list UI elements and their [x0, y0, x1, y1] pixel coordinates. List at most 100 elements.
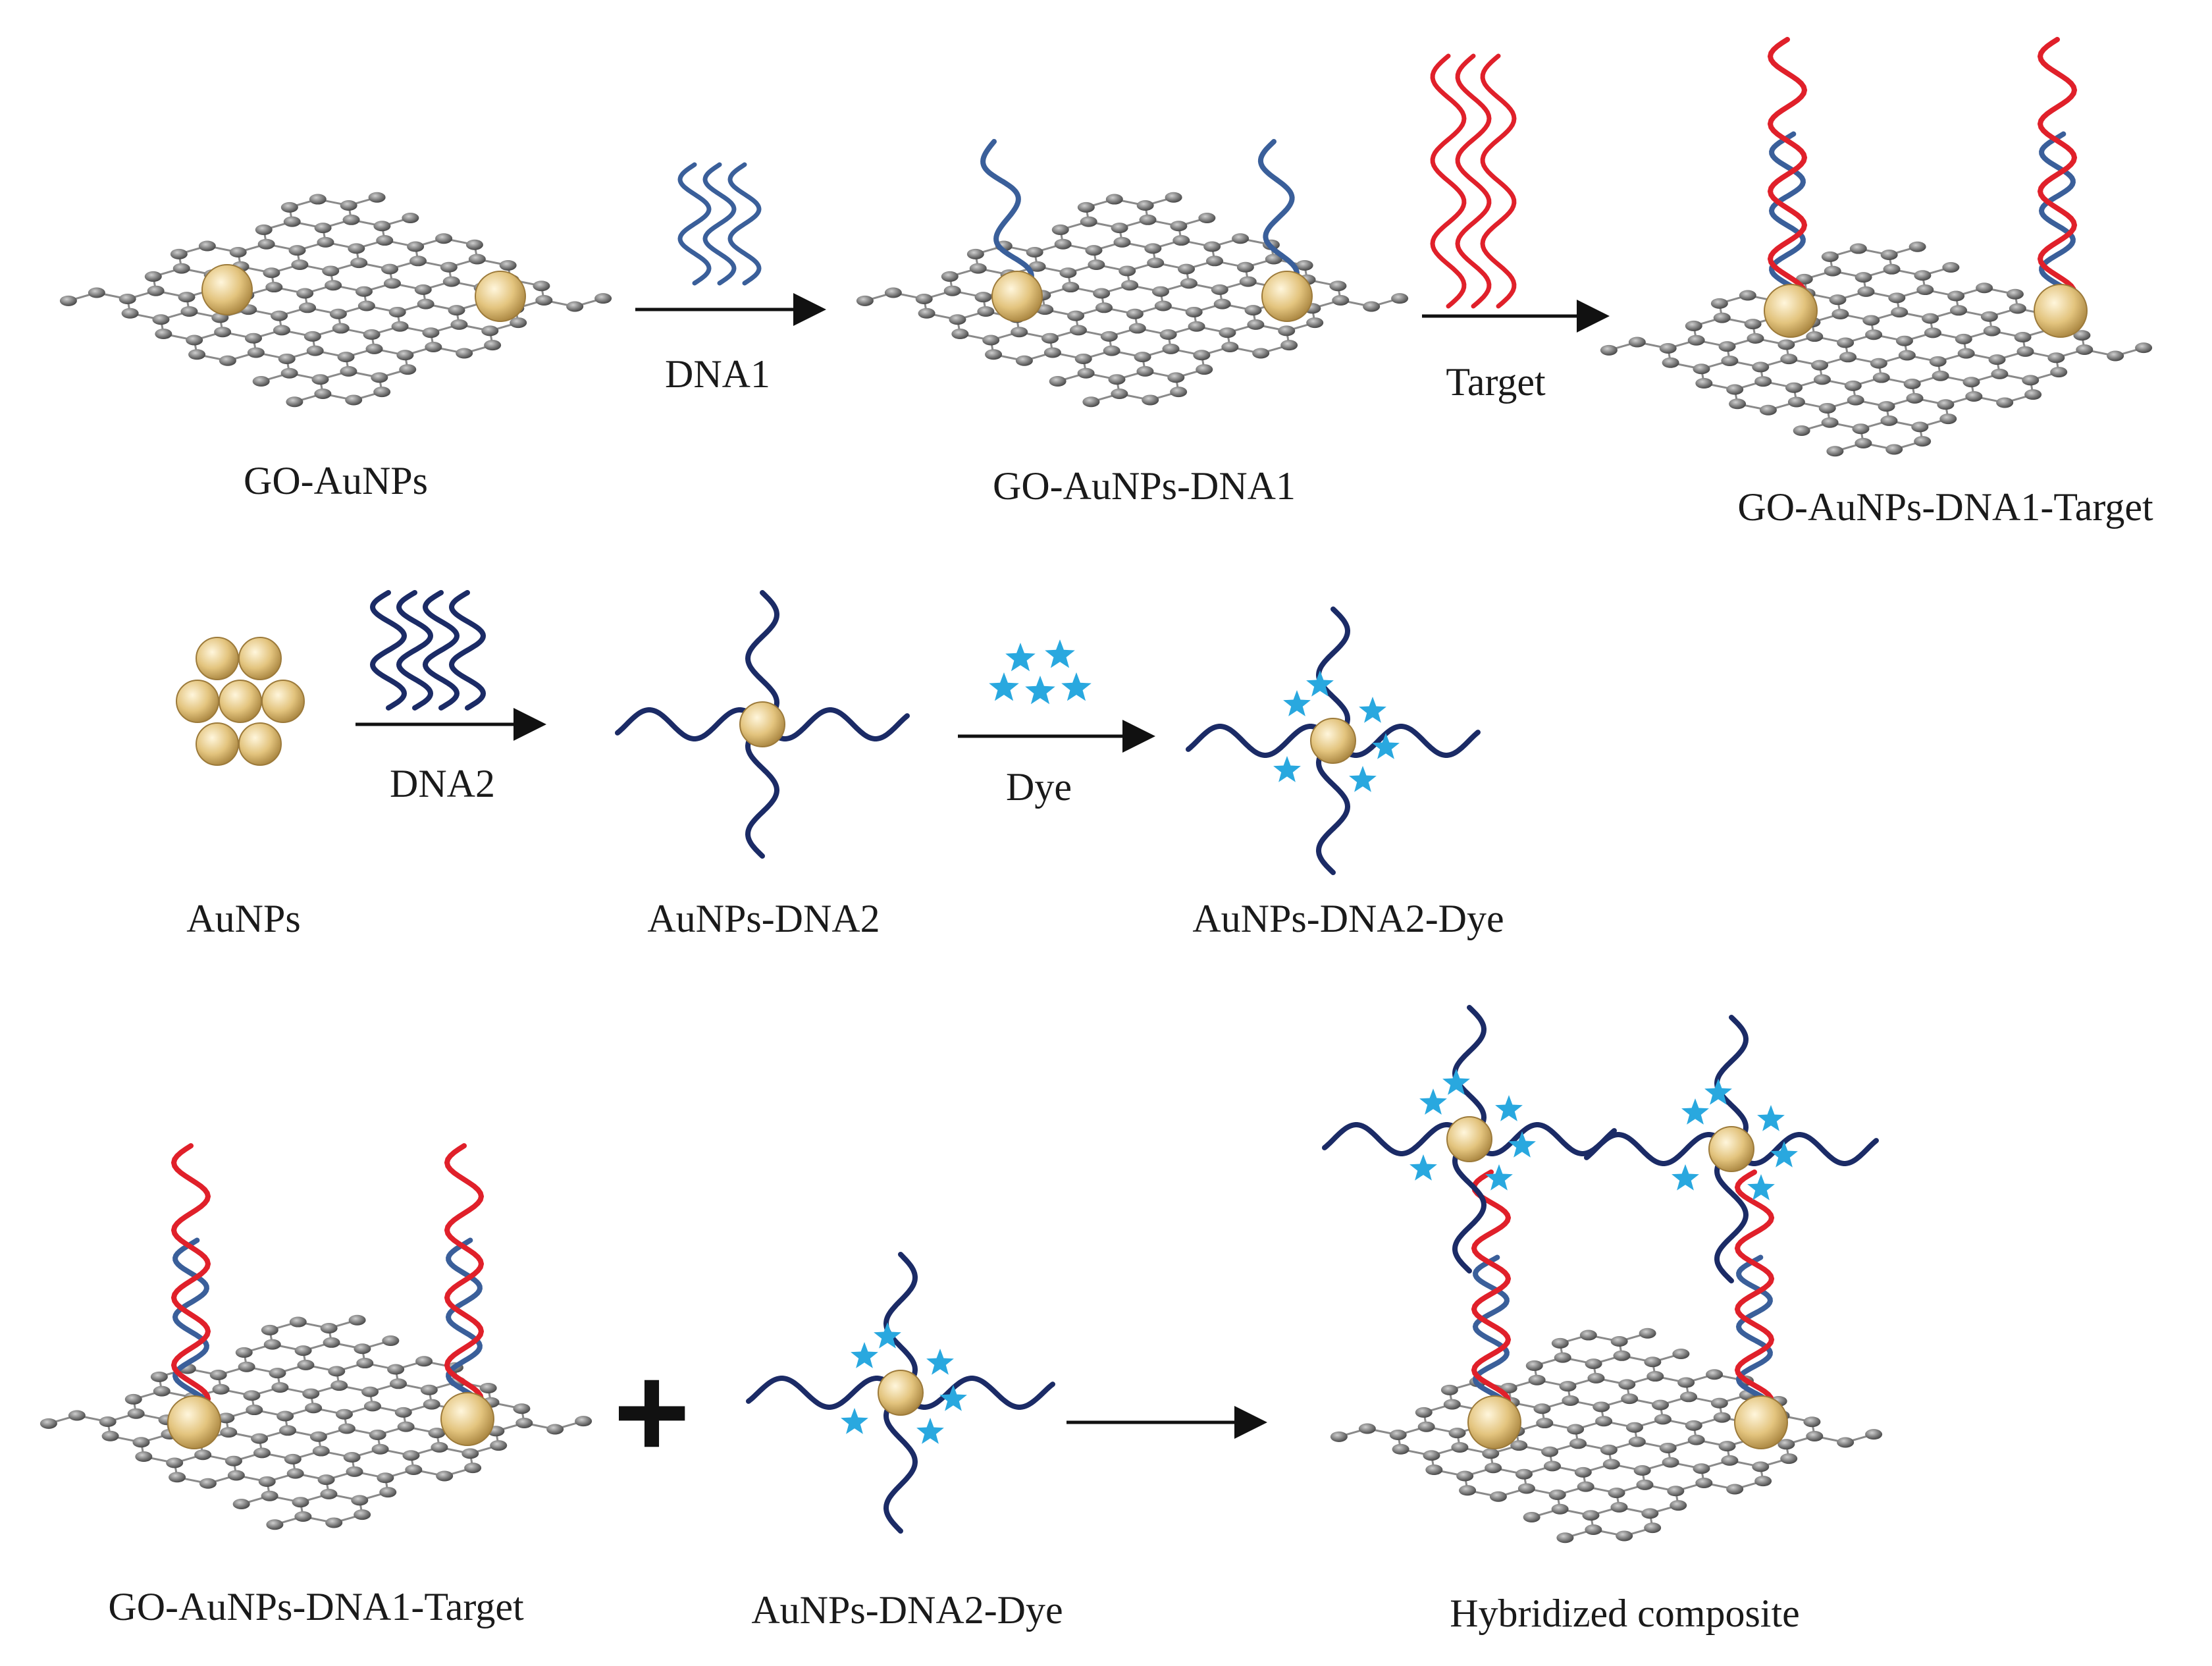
- carbon-node: [1247, 319, 1265, 330]
- duplex-1b-target: [2037, 37, 2078, 312]
- hybrid-top-b-core: [1708, 1126, 1754, 1172]
- carbon-node: [1011, 327, 1028, 338]
- dna1-on-aunp-a: [980, 139, 1034, 299]
- carbon-node: [1685, 320, 1702, 331]
- carbon-node: [343, 1452, 361, 1463]
- aunp-dna2-dye-dye: [1306, 670, 1334, 697]
- carbon-node: [286, 1468, 304, 1479]
- carbon-node: [1726, 1484, 1744, 1495]
- carbon-node: [289, 1316, 307, 1328]
- reaction-arrows: [356, 293, 1610, 1439]
- carbon-node: [251, 1433, 269, 1444]
- dna2-reagent-strand: [448, 590, 487, 711]
- carbon-node: [1062, 282, 1080, 293]
- carbon-node: [977, 306, 995, 317]
- carbon-node: [1785, 382, 1803, 393]
- carbon-node: [391, 321, 409, 332]
- carbon-node: [1787, 396, 1805, 408]
- carbon-node: [209, 1370, 227, 1381]
- carbon-node: [224, 1455, 242, 1466]
- carbon-node: [1903, 379, 1921, 390]
- carbon-node: [1536, 1418, 1554, 1429]
- carbon-node: [1721, 355, 1739, 366]
- carbon-node: [1759, 404, 1777, 416]
- carbon-node: [535, 294, 553, 306]
- carbon-node: [214, 327, 232, 338]
- carbon-node: [982, 335, 1000, 346]
- aunp-dna2-strand-left: [615, 707, 765, 741]
- carbon-node: [1752, 1461, 1770, 1472]
- carbon-node: [1415, 1407, 1433, 1418]
- carbon-node: [278, 353, 296, 364]
- carbon-node: [1136, 365, 1154, 377]
- dna1-reagent-strand: [727, 162, 762, 286]
- carbon-node: [436, 1470, 454, 1482]
- carbon-node: [1914, 270, 1932, 281]
- carbon-node: [1633, 1465, 1651, 1476]
- carbon-node: [299, 302, 317, 313]
- carbon-node: [314, 223, 332, 234]
- carbon-node: [1579, 1330, 1597, 1341]
- carbon-node: [309, 1431, 327, 1442]
- carbon-node: [1831, 308, 1849, 319]
- carbon-node: [915, 294, 933, 305]
- carbon-node: [1721, 1455, 1739, 1466]
- carbon-node: [1780, 1453, 1798, 1464]
- aunp-dna2-strand-up: [745, 590, 780, 727]
- carbon-node: [2107, 350, 2124, 362]
- carbon-node: [456, 348, 473, 359]
- carbon-node: [1100, 331, 1118, 342]
- carbon-node: [302, 1388, 320, 1399]
- carbon-node: [1554, 1352, 1571, 1363]
- carbon-node: [1425, 1464, 1443, 1476]
- duplex-3a-probe: [1472, 1254, 1510, 1418]
- carbon-node: [420, 1384, 438, 1395]
- duplex-3b-probe: [1735, 1254, 1774, 1418]
- carbon-node: [1528, 1374, 1546, 1385]
- hybrid-top-b-dye: [1747, 1174, 1775, 1200]
- carbon-node: [1687, 335, 1705, 346]
- free-aunp: [219, 680, 262, 723]
- carbon-node: [1803, 1416, 1821, 1428]
- carbon-node: [1898, 350, 1916, 361]
- carbon-node: [1778, 339, 1795, 350]
- dna1-reagent-strand: [677, 162, 712, 286]
- carbon-node: [1296, 259, 1313, 271]
- carbon-node: [328, 1366, 346, 1377]
- carbon-node: [212, 1384, 230, 1395]
- carbon-node: [1219, 327, 1236, 338]
- free-aunp: [196, 637, 239, 680]
- carbon-node: [1082, 396, 1100, 408]
- carbon-node: [1551, 1337, 1569, 1349]
- carbon-node: [217, 1412, 235, 1424]
- carbon-node: [1329, 281, 1347, 292]
- carbon-node: [918, 308, 935, 319]
- aunp-1a: [201, 264, 253, 315]
- carbon-node: [1448, 1428, 1466, 1439]
- carbon-node: [1028, 261, 1046, 272]
- carbon-node: [1844, 380, 1862, 391]
- carbon-node: [1888, 292, 1906, 304]
- carbon-node: [1443, 1399, 1461, 1410]
- carbon-node: [1440, 1384, 1458, 1395]
- aunp-dna2-dye-dye: [1283, 690, 1311, 716]
- carbon-node: [1556, 1532, 1574, 1544]
- carbon-node: [1085, 245, 1103, 256]
- carbon-node: [1922, 313, 1939, 324]
- carbon-node: [1677, 1377, 1695, 1388]
- carbon-node: [1747, 333, 1764, 344]
- carbon-node: [330, 1380, 348, 1391]
- carbon-node: [1423, 1450, 1440, 1461]
- carbon-node: [345, 394, 363, 406]
- carbon-node: [1780, 354, 1798, 365]
- carbon-node: [490, 1440, 508, 1451]
- carbon-node: [258, 1476, 276, 1487]
- carbon-node: [246, 1405, 263, 1416]
- carbon-node: [1111, 388, 1128, 399]
- carbon-node: [363, 329, 381, 340]
- duplex-2a-probe: [172, 1237, 210, 1418]
- carbon-node: [340, 365, 357, 377]
- label-aunps-dna2-dye: AuNPs-DNA2-Dye: [1192, 897, 1504, 940]
- carbon-node: [402, 212, 419, 223]
- carbon-node: [1170, 387, 1188, 398]
